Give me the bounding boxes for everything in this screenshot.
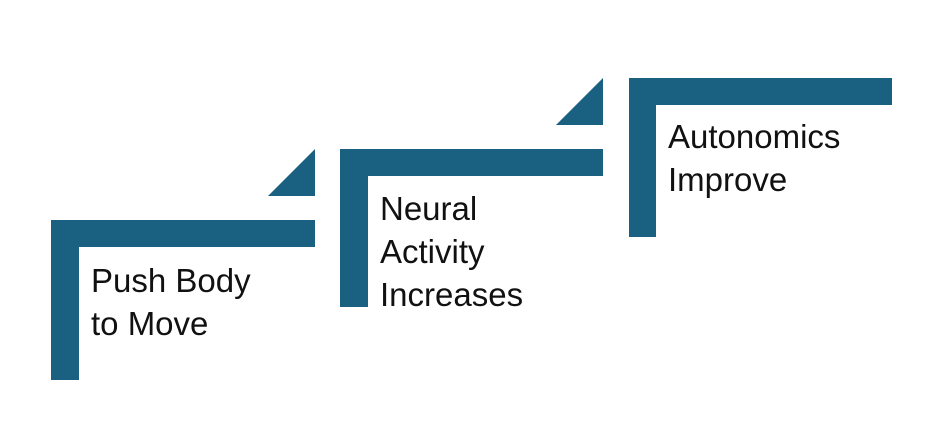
step-2-bracket (340, 149, 603, 307)
step-2-label-line-2: Activity (380, 233, 485, 270)
step-1-bracket (51, 220, 315, 380)
step-2-label: Neural Activity Increases (380, 187, 523, 316)
step-1-label-line-2: to Move (91, 305, 209, 342)
step-1-label: Push Body to Move (91, 259, 251, 345)
connector-triangle-2 (556, 78, 603, 125)
connector-triangle-1 (268, 149, 315, 196)
step-1-left-bar (51, 220, 79, 380)
step-2-top-bar (340, 149, 603, 176)
step-3-label: Autonomics Improve (668, 115, 840, 201)
step-2-label-line-3: Increases (380, 276, 524, 313)
step-3-top-bar (629, 78, 892, 105)
step-1-top-bar (51, 220, 315, 247)
step-2-left-bar (340, 149, 368, 307)
step-3-label-line-1: Autonomics (668, 118, 841, 155)
step-1-label-line-1: Push Body (91, 262, 251, 299)
step-3-left-bar (629, 78, 656, 237)
step-3-label-line-2: Improve (668, 161, 788, 198)
step-2-label-line-1: Neural (380, 190, 478, 227)
step-3-bracket (629, 78, 892, 237)
